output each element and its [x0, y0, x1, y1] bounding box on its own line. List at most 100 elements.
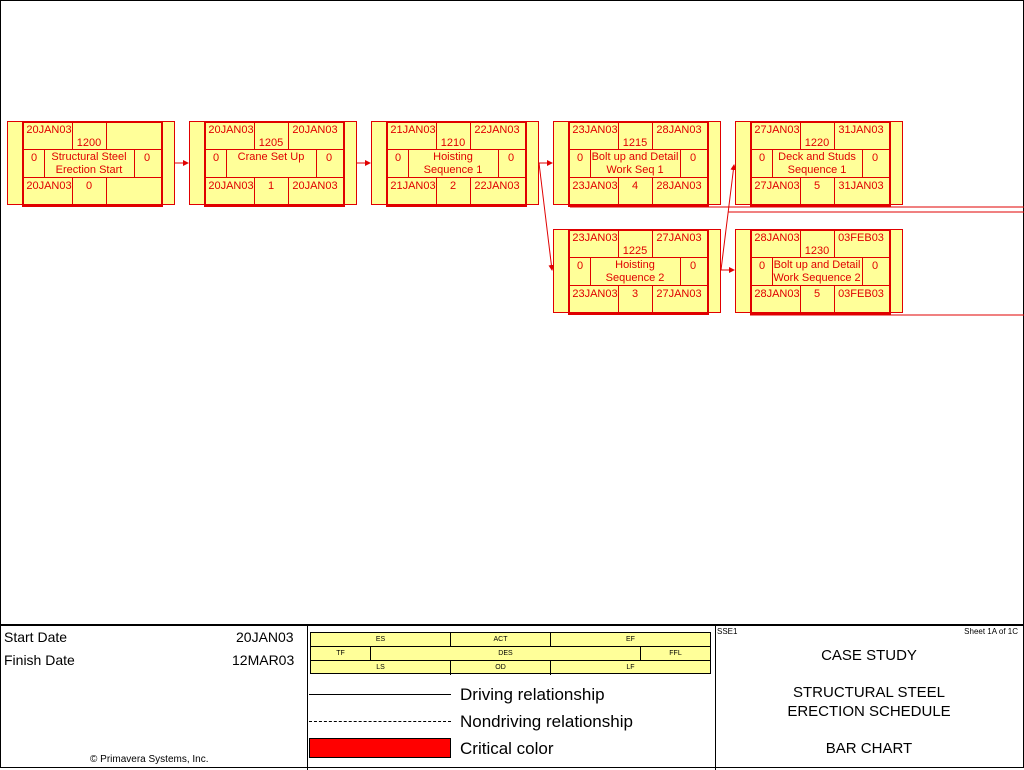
key-tf: TF	[311, 647, 371, 661]
driving-label: Driving relationship	[460, 685, 605, 704]
node-description-line-1: Deck and Studs	[778, 151, 856, 163]
finish-date-label: Finish Date	[4, 652, 75, 668]
node-id: 1230	[804, 245, 830, 257]
node-description-line-2: Work Sequence 2	[773, 272, 861, 284]
node-ls: 23JAN03	[572, 288, 618, 300]
node-es: 20JAN03	[26, 124, 72, 136]
node-tf: 0	[576, 260, 584, 272]
node-od: 2	[449, 180, 457, 192]
node-ef: 03FEB03	[838, 232, 884, 244]
node-ffl: 0	[507, 152, 515, 164]
node-ls: 28JAN03	[754, 288, 800, 300]
key-des: DES	[371, 647, 641, 661]
divider	[307, 626, 308, 770]
node-ef: 27JAN03	[656, 232, 702, 244]
node-ef: 22JAN03	[474, 124, 520, 136]
finish-date-value: 12MAR03	[232, 652, 295, 668]
link-1210-1225	[538, 162, 555, 271]
node-es: 21JAN03	[390, 124, 436, 136]
node-ls: 20JAN03	[208, 180, 254, 192]
node-ef: 20JAN03	[292, 124, 338, 136]
node-tf: 0	[576, 152, 584, 164]
node-lf: 31JAN03	[838, 180, 884, 192]
driving-line-sample	[309, 694, 451, 695]
key-act: ACT	[451, 633, 551, 647]
copyright: © Primavera Systems, Inc.	[90, 754, 209, 765]
node-ef	[106, 124, 160, 137]
node-tf: 0	[758, 260, 766, 272]
node-od: 5	[813, 288, 821, 300]
node-tf: 0	[394, 152, 402, 164]
node-description-line-2: Sequence 1	[787, 164, 847, 176]
node-description-line-1: Crane Set Up	[237, 151, 305, 163]
key-es: ES	[311, 633, 451, 647]
node-lf: 03FEB03	[838, 288, 884, 300]
key-od: OD	[451, 661, 551, 675]
node-ef: 31JAN03	[838, 124, 884, 136]
node-ls: 23JAN03	[572, 180, 618, 192]
node-ls: 20JAN03	[26, 180, 72, 192]
node-lf: 20JAN03	[292, 180, 338, 192]
node-id: 1220	[804, 137, 830, 149]
node-description-line-1: Bolt up and Detail	[773, 259, 861, 271]
node-tf: 0	[30, 152, 38, 164]
node-od: 5	[813, 180, 821, 192]
node-ffl: 0	[689, 260, 697, 272]
node-ffl: 0	[325, 152, 333, 164]
node-od: 0	[85, 180, 93, 192]
node-es: 28JAN03	[754, 232, 800, 244]
node-ffl: 0	[871, 152, 879, 164]
key-ffl: FFL	[641, 647, 710, 661]
node-description-line-1: Hoisting	[433, 151, 473, 163]
title-line-2: ERECTION SCHEDULE	[787, 703, 951, 720]
key-ls: LS	[311, 661, 451, 675]
legend-node-key: ES ACT EF TF DES FFL LS OD LF	[310, 632, 711, 675]
node-tf: 0	[212, 152, 220, 164]
node-id: 1210	[440, 137, 466, 149]
node-description-line-1: Hoisting	[615, 259, 655, 271]
title-line-1: STRUCTURAL STEEL	[793, 684, 945, 701]
node-ffl: 0	[871, 260, 879, 272]
key-lf: LF	[626, 664, 635, 671]
node-description-line-2: Work Seq 1	[606, 164, 664, 176]
sheet-number: Sheet 1A of 1C	[964, 627, 1018, 636]
node-ls: 21JAN03	[390, 180, 436, 192]
node-es: 27JAN03	[754, 124, 800, 136]
node-od: 3	[631, 288, 639, 300]
nondriving-label: Nondriving relationship	[460, 712, 633, 731]
node-ls: 27JAN03	[754, 180, 800, 192]
node-id: 1215	[622, 137, 648, 149]
project-code: SSE1	[717, 627, 738, 636]
node-ef: 28JAN03	[656, 124, 702, 136]
node-lf: 22JAN03	[474, 180, 520, 192]
title-bar-chart: BAR CHART	[825, 740, 913, 757]
node-lf: 27JAN03	[656, 288, 702, 300]
critical-label: Critical color	[460, 739, 554, 758]
start-date-value: 20JAN03	[236, 629, 294, 645]
node-id: 1205	[258, 137, 284, 149]
node-ffl: 0	[143, 152, 151, 164]
node-od: 4	[631, 180, 639, 192]
start-date-label: Start Date	[4, 629, 68, 645]
divider	[715, 626, 716, 770]
node-ffl: 0	[689, 152, 697, 164]
node-es: 20JAN03	[208, 124, 254, 136]
critical-color-swatch	[309, 738, 451, 758]
node-description-line-2: Erection Start	[55, 164, 123, 176]
node-description-line-2: Sequence 2	[605, 272, 665, 284]
node-tf: 0	[758, 152, 766, 164]
node-lf	[106, 180, 160, 193]
node-es: 23JAN03	[572, 232, 618, 244]
footer: Start Date 20JAN03 Finish Date 12MAR03 ©…	[0, 624, 1024, 770]
